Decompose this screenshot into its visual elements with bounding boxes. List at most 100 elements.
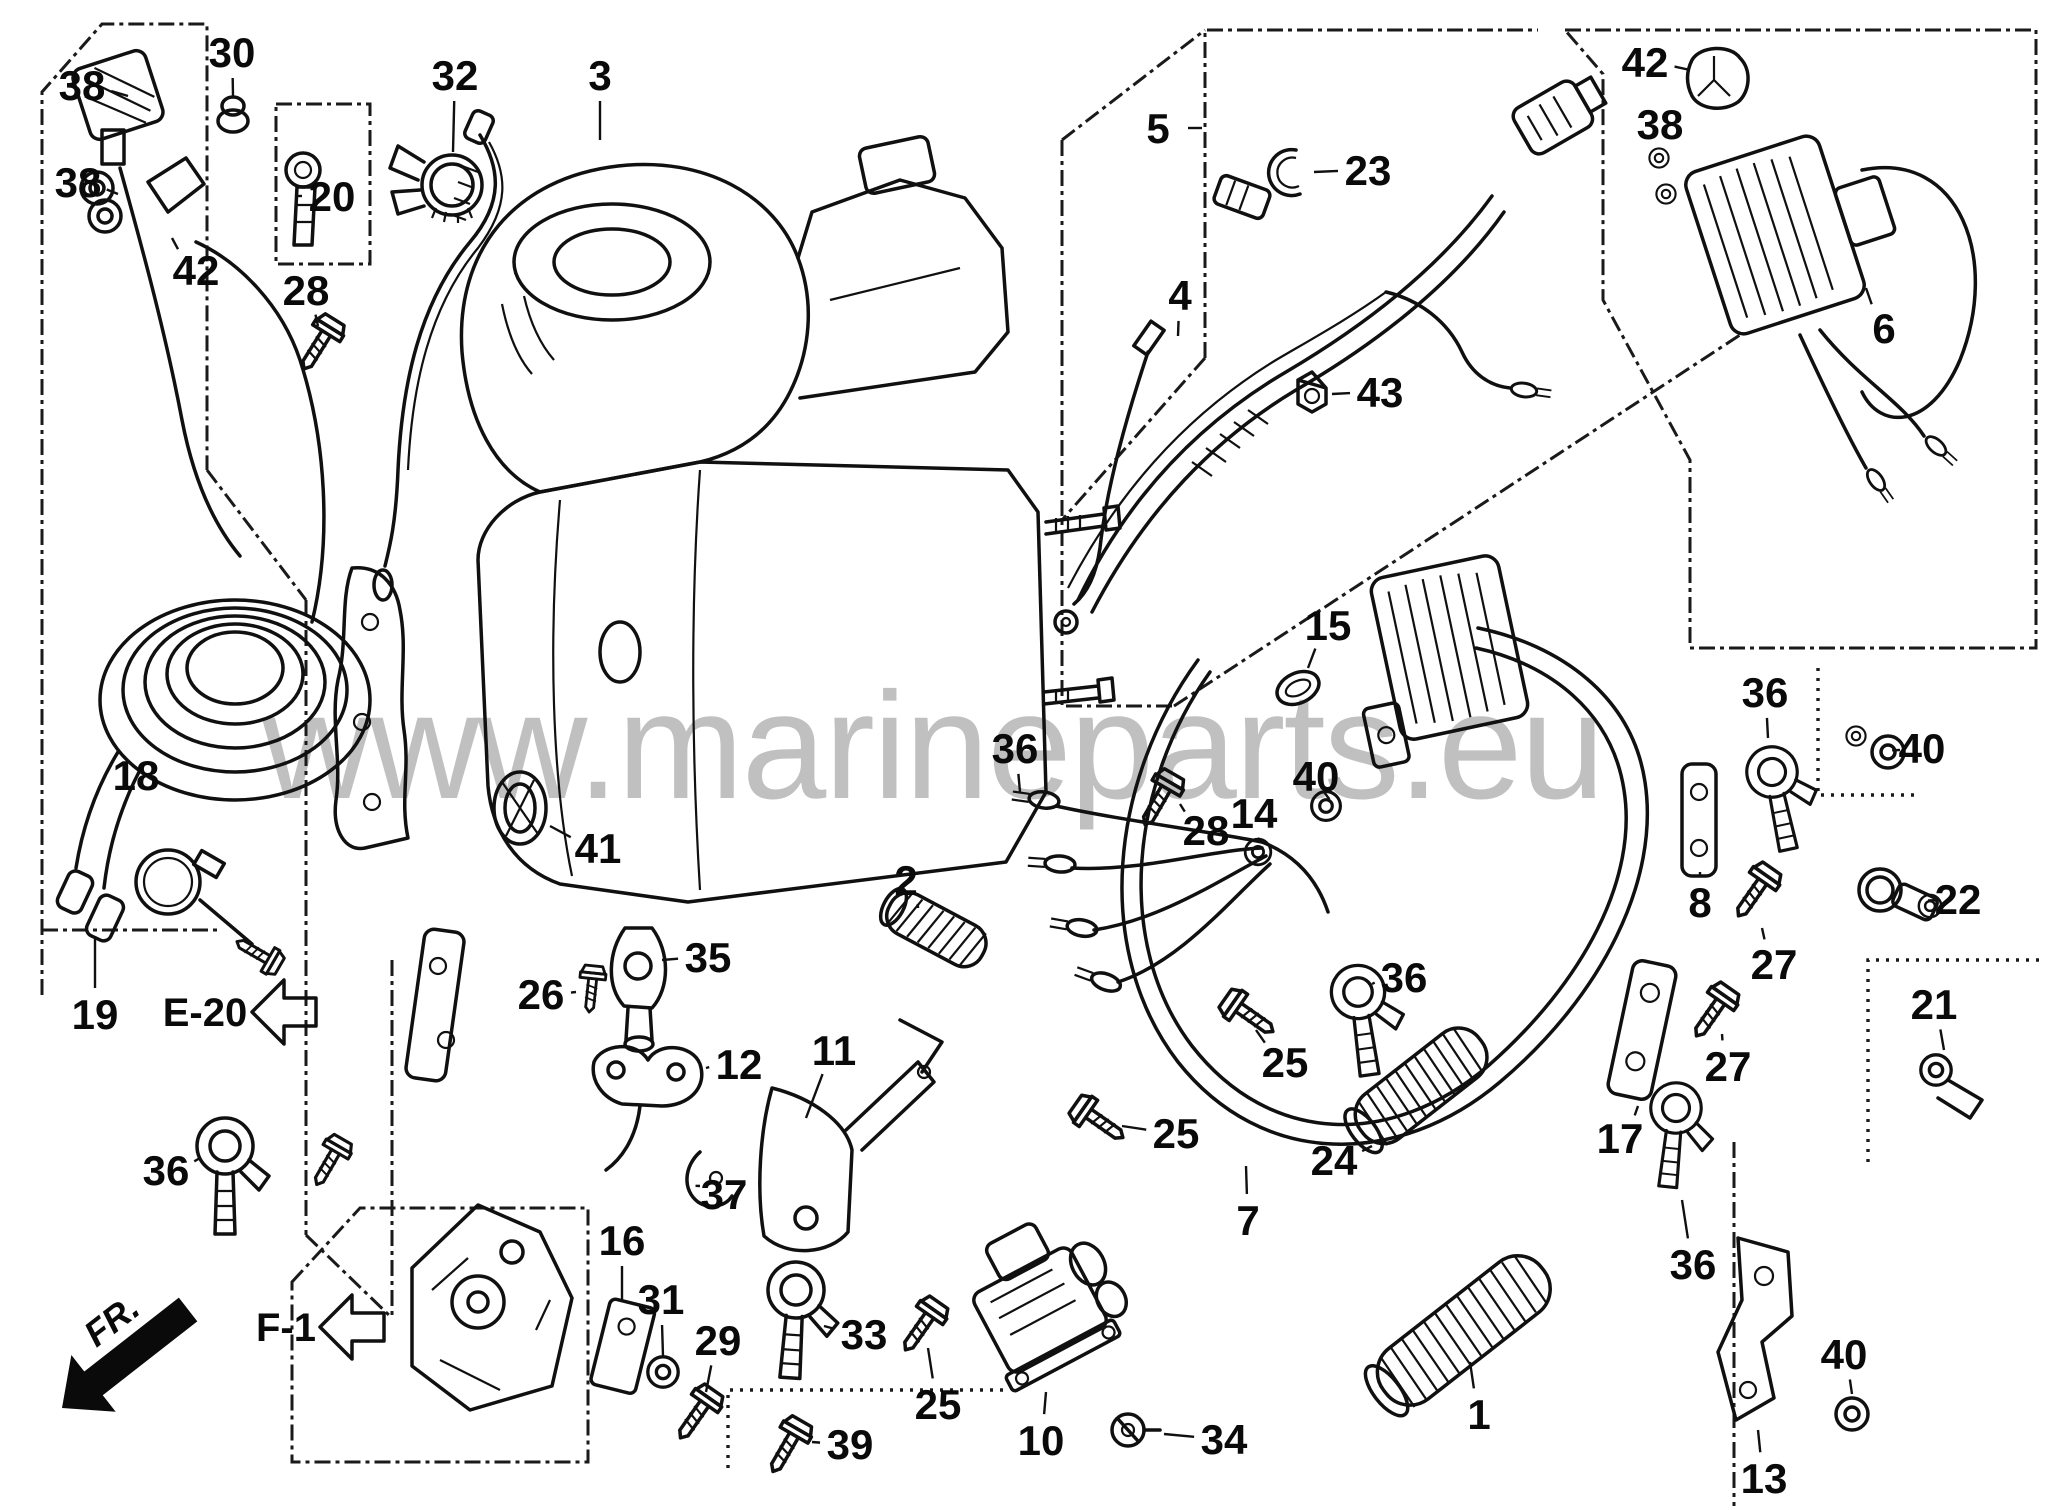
washer-icon: [646, 1355, 680, 1389]
part-label-25: 25: [1262, 1039, 1309, 1086]
part-label-18: 18: [113, 752, 160, 799]
part-label-2: 2: [894, 857, 917, 904]
screw-icon: [575, 963, 609, 1015]
leader-line: [1163, 1432, 1195, 1439]
bullet-connector-icon: [1921, 431, 1961, 470]
part-label-30: 30: [209, 29, 256, 76]
reference-label-f1: F-1: [256, 1306, 316, 1350]
leader-line: [170, 237, 180, 250]
part-label-38: 38: [1637, 101, 1684, 148]
part-label-1: 1: [1467, 1391, 1490, 1438]
leader-line: [314, 314, 320, 327]
part-label-40: 40: [1821, 1331, 1868, 1378]
sub-wire-bundle-drawing: [1009, 785, 1330, 997]
bolt-icon: [1681, 977, 1745, 1047]
leader-line: [1255, 1029, 1266, 1044]
leader-line: [705, 1065, 710, 1070]
key-switch-icon: [1641, 1078, 1720, 1193]
part-label-32: 32: [432, 52, 479, 99]
part-label-16: 16: [599, 1217, 646, 1264]
part-label-36: 36: [1670, 1241, 1717, 1288]
leader-line: [110, 89, 129, 98]
leader-line: [1244, 1165, 1249, 1195]
reference-label-e20: E-20: [163, 991, 248, 1035]
part-label-28: 28: [283, 267, 330, 314]
bolt-icon: [288, 309, 351, 380]
setting-plate-drawing: [591, 1044, 704, 1172]
bullet-connector-icon: [1025, 852, 1078, 875]
leader-line: [1756, 1429, 1762, 1453]
part-label-20: 20: [309, 173, 356, 220]
leader-line: [1361, 1144, 1373, 1153]
leader-line: [1257, 837, 1260, 840]
rectifier-regulator-drawing: [1648, 46, 1978, 507]
part-label-26: 26: [518, 971, 565, 1018]
return-spring-drawing: [878, 886, 988, 969]
part-label-40: 40: [1293, 753, 1340, 800]
part-label-28: 28: [1183, 807, 1230, 854]
reference-arrow-e20: E-20: [163, 978, 318, 1046]
bolt-icon: [665, 1379, 729, 1449]
bolt-icon: [890, 1291, 954, 1361]
washer-icon: [1648, 147, 1670, 169]
leader-line: [1848, 1379, 1854, 1395]
part-label-29: 29: [695, 1317, 742, 1364]
throttle-cable-drawing: [372, 108, 504, 602]
part-label-27: 27: [1705, 1043, 1752, 1090]
regulator-and-loop-drawing: [1120, 554, 1650, 1146]
reference-arrow-f1: F-1: [256, 1293, 386, 1361]
washer-icon: [1834, 1396, 1870, 1432]
key-switch-icon: [195, 1116, 271, 1236]
leader-line: [1176, 320, 1180, 337]
tube-clamp-drawing: [388, 144, 484, 223]
leader-line: [823, 1324, 835, 1331]
washer-icon: [1845, 725, 1867, 747]
corrugated-tube-drawing: [1343, 1026, 1552, 1418]
leader-line: [451, 100, 456, 153]
engine-mount-drawing: [302, 927, 657, 1412]
terminal-plate: [1680, 762, 1718, 878]
bullet-connector-icon: [1071, 961, 1125, 997]
part-label-14: 14: [1231, 790, 1278, 837]
part-label-43: 43: [1357, 369, 1404, 416]
part-label-7: 7: [1236, 1197, 1259, 1244]
bullet-connector-icon: [1508, 380, 1554, 403]
leader-line: [1331, 391, 1351, 396]
part-label-25: 25: [915, 1381, 962, 1428]
spark-plug-cap-drawing: [609, 926, 668, 1053]
leader-line: [926, 1347, 934, 1379]
part-label-15: 15: [1305, 602, 1352, 649]
part-label-4: 4: [1168, 272, 1192, 319]
part-label-41: 41: [575, 825, 622, 872]
key-blank-drawing: [284, 151, 322, 247]
part-label-24: 24: [1311, 1137, 1358, 1184]
bolt-icon: [1723, 857, 1787, 927]
bolt-icon: [228, 928, 288, 980]
part-label-35: 35: [685, 934, 732, 981]
part-label-36: 36: [143, 1147, 190, 1194]
part-label-33: 33: [841, 1311, 888, 1358]
leader-line: [811, 1440, 821, 1444]
leader-line: [1633, 1105, 1640, 1116]
part-label-23: 23: [1345, 147, 1392, 194]
group-boundary-boxes: [40, 22, 2040, 1506]
leader-line: [106, 188, 119, 196]
part-label-22: 22: [1935, 876, 1982, 923]
small-hardware-drawing: [195, 725, 1984, 1482]
leader-line: [1760, 927, 1766, 940]
leader-line: [570, 990, 577, 994]
leader-line: [661, 957, 679, 962]
part-label-42: 42: [1622, 39, 1669, 86]
leader-line: [1313, 169, 1339, 174]
part-label-38: 38: [59, 62, 106, 109]
leader-line: [660, 1324, 665, 1357]
part-label-6: 6: [1872, 305, 1895, 352]
part-label-36: 36: [1381, 954, 1428, 1001]
harness-stay-drawing: [333, 566, 410, 851]
leader-line: [1674, 65, 1691, 72]
key-switch-icon: [760, 1258, 844, 1383]
part-label-12: 12: [716, 1041, 763, 1088]
part-label-34: 34: [1201, 1416, 1248, 1463]
bullet-connector-icon: [1862, 465, 1898, 507]
